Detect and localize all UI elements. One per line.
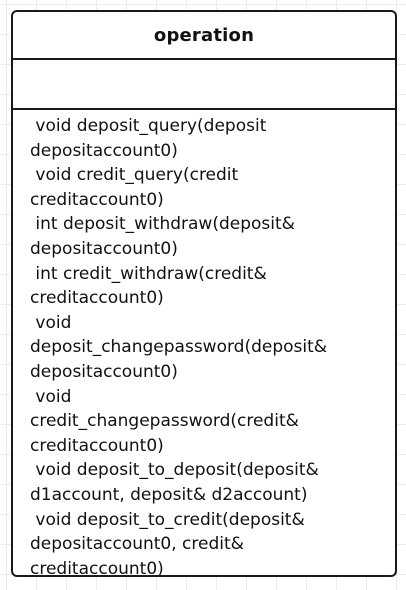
method-deposit-to-credit: void deposit_to_credit(deposit& deposita… bbox=[30, 509, 305, 577]
attributes-compartment bbox=[13, 60, 395, 110]
methods-compartment: void deposit_query(deposit depositaccoun… bbox=[13, 110, 395, 577]
uml-class-box[interactable]: operation void deposit_query(deposit dep… bbox=[11, 10, 397, 577]
method-credit-changepassword: void credit_changepassword(credit& credi… bbox=[30, 386, 299, 456]
method-credit-withdraw: int credit_withdraw(credit& creditaccoun… bbox=[30, 263, 267, 309]
class-header: operation bbox=[13, 12, 395, 60]
method-deposit-to-deposit: void deposit_to_deposit(deposit& d1accou… bbox=[30, 460, 319, 505]
method-credit-query: void credit_query(credit creditaccount0) bbox=[30, 165, 239, 210]
method-deposit-withdraw: int deposit_withdraw(deposit& depositacc… bbox=[30, 214, 295, 259]
method-deposit-query: void deposit_query(deposit depositaccoun… bbox=[30, 116, 267, 161]
method-deposit-changepassword: void deposit_changepassword(deposit& dep… bbox=[30, 312, 328, 382]
class-name: operation bbox=[153, 24, 255, 46]
